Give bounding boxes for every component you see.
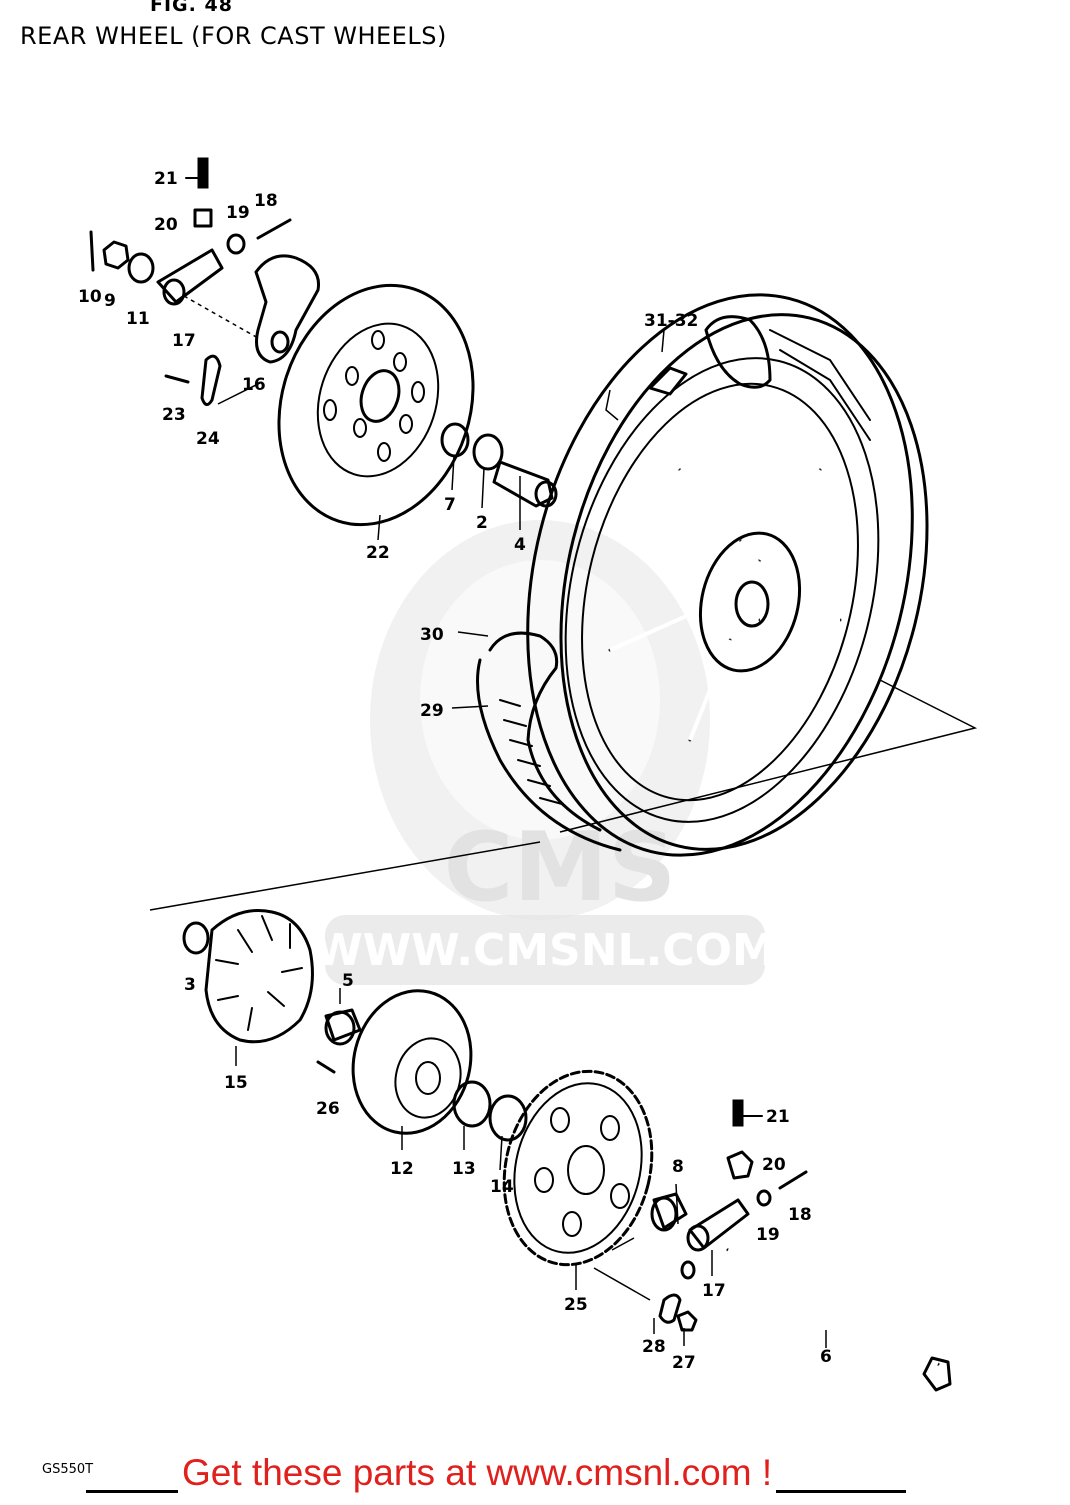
callout-5: 5: [342, 971, 354, 991]
chain-adjuster-17-bottom: [688, 1198, 750, 1250]
callout-17-top: 17: [172, 331, 196, 351]
nut-20-top: [193, 208, 213, 228]
seal-14: [488, 1094, 528, 1142]
cms-watermark: CMS WWW.CMSNL.COM: [314, 520, 776, 985]
callout-24: 24: [196, 429, 220, 449]
bearing-13: [452, 1080, 492, 1128]
callout-2: 2: [476, 513, 488, 533]
clip-28: [658, 1293, 682, 1324]
callout-3: 3: [184, 975, 196, 995]
model-code: GS550T: [42, 1462, 94, 1477]
washer-11: [127, 252, 155, 284]
watermark-url: WWW.CMSNL.COM: [314, 925, 776, 976]
callout-13: 13: [452, 1159, 476, 1179]
cast-wheel-and-tyre: [149, 293, 978, 911]
callout-11: 11: [126, 309, 150, 329]
o-ring-3: [182, 921, 210, 955]
bolt-21-top: [197, 157, 209, 189]
callout-17-bottom: 17: [702, 1281, 726, 1301]
figure-title: REAR WHEEL (FOR CAST WHEELS): [20, 22, 447, 50]
callout-27: 27: [672, 1353, 696, 1373]
callout-20-top: 20: [154, 215, 178, 235]
callout-9: 9: [104, 291, 116, 311]
callout-30: 30: [420, 625, 444, 645]
sprocket-drum-group: [182, 908, 952, 1392]
leader-lines: [235, 329, 827, 1348]
callout-26: 26: [316, 1099, 340, 1119]
nut-27: [676, 1310, 698, 1332]
spacer-8: [652, 1192, 688, 1230]
callout-12: 12: [390, 1159, 414, 1179]
rear-sprocket-25: [502, 1069, 654, 1267]
callout-18-top: 18: [254, 191, 278, 211]
callout-8: 8: [672, 1157, 684, 1177]
seal-7: [440, 422, 470, 458]
callout-4: 4: [514, 535, 526, 555]
callout-25: 25: [564, 1295, 588, 1315]
callout-21-bottom: 21: [766, 1107, 790, 1127]
bearing-2: [472, 433, 504, 471]
callout-14: 14: [490, 1177, 514, 1197]
callout-7: 7: [444, 495, 456, 515]
washer-19-top: [226, 233, 246, 255]
callout-28: 28: [642, 1337, 666, 1357]
washer-19-bottom: [756, 1189, 772, 1207]
footer-link-text[interactable]: Get these parts at www.cmsnl.com !: [178, 1452, 777, 1494]
callout-18-bottom: 18: [788, 1205, 812, 1225]
nut-20-bottom: [726, 1150, 754, 1180]
hub-spacer-stack: [440, 422, 558, 508]
caliper-bracket-group: [89, 157, 321, 406]
caliper-bracket-16: [254, 254, 321, 364]
callout-19-top: 19: [226, 203, 250, 223]
bolt-21-bottom: [732, 1099, 744, 1127]
callout-20-bottom: 20: [762, 1155, 786, 1175]
callout-23: 23: [162, 405, 186, 425]
chain-adjuster-17-top: [156, 248, 224, 304]
figure-number: FIG. 48: [150, 0, 233, 16]
clip-24-top: [200, 354, 222, 406]
callout-19-bottom: 19: [756, 1225, 780, 1245]
callout-16: 16: [242, 375, 266, 395]
callout-29: 29: [420, 701, 444, 721]
spacer-4: [492, 460, 554, 508]
nut-9: [102, 240, 130, 270]
callout-31-32: 31-32: [644, 311, 698, 331]
axle-6: [922, 1356, 952, 1392]
callout-22: 22: [366, 543, 390, 563]
callout-10: 10: [78, 287, 102, 307]
callout-21-top: 21: [154, 169, 178, 189]
callout-labels: 21 20 19 18 10 9 11 17 16 23 24 22 7 2 4…: [78, 169, 832, 1373]
brake-disc-22: [277, 283, 475, 527]
callout-15: 15: [224, 1073, 248, 1093]
cush-drive-damper-15: [204, 908, 314, 1044]
sprocket-drum-12: [351, 989, 473, 1135]
callout-6: 6: [820, 1347, 832, 1367]
